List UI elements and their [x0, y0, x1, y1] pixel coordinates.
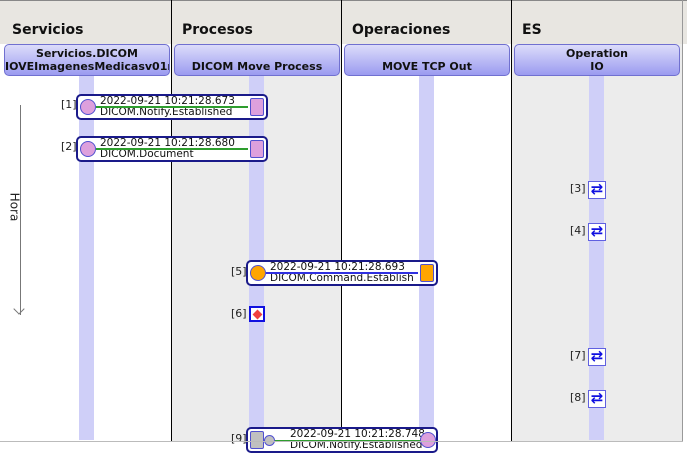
column-title-procesos: Procesos — [182, 22, 253, 38]
message-number: [9] — [231, 432, 247, 445]
lane-label-line2: IO — [590, 60, 604, 73]
error-diamond-icon[interactable] — [249, 306, 265, 322]
message-time: 2022-09-21 10:21:28.748 — [290, 428, 425, 440]
lane-label-line1 — [345, 47, 509, 60]
message-name: DICOM.Document — [100, 148, 194, 160]
message-number: [2] — [61, 140, 77, 153]
column-title-servicios: Servicios — [12, 22, 84, 38]
io-exchange-icon[interactable]: ⇄ — [588, 181, 606, 199]
diagram-bottom-border — [0, 441, 683, 442]
lane-label-line2: IOVEImagenesMedicasv01r00 — [5, 60, 170, 73]
service-circle-icon — [80, 141, 96, 157]
message-time: 2022-09-21 10:21:28.693 — [270, 261, 405, 273]
io-exchange-icon[interactable]: ⇄ — [588, 348, 606, 366]
message-2[interactable]: 2022-09-21 10:21:28.680 DICOM.Document — [76, 136, 268, 162]
message-1[interactable]: 2022-09-21 10:21:28.673 DICOM.Notify.Est… — [76, 94, 268, 120]
io-exchange-icon[interactable]: ⇄ — [588, 223, 606, 241]
event-number: [7] — [570, 349, 586, 362]
lifeline-operaciones — [419, 76, 434, 440]
message-time: 2022-09-21 10:21:28.673 — [100, 95, 235, 107]
column-divider — [341, 0, 342, 441]
service-circle-icon — [420, 432, 436, 448]
column-divider — [171, 0, 172, 441]
service-circle-icon — [80, 99, 96, 115]
lifeline-es — [589, 76, 604, 440]
event-number: [3] — [570, 182, 586, 195]
lane-label-line1: Servicios.DICOM — [36, 47, 138, 60]
lane-label-line2: DICOM Move Process — [191, 60, 323, 73]
io-exchange-icon[interactable]: ⇄ — [588, 390, 606, 408]
message-name: DICOM.Notify.Established — [100, 106, 233, 118]
message-9[interactable]: 2022-09-21 10:21:28.748 DICOM.Notify.Est… — [246, 427, 438, 453]
process-square-icon — [250, 140, 264, 158]
time-axis-label: Hora — [7, 192, 22, 222]
message-name: DICOM.Notify.Established — [290, 439, 423, 451]
message-5[interactable]: 2022-09-21 10:21:28.693 DICOM.Command.Es… — [246, 260, 438, 286]
column-divider — [682, 0, 683, 441]
message-number: [1] — [61, 98, 77, 111]
arrow-icon — [266, 272, 418, 274]
message-name: DICOM.Command.Establish — [270, 272, 414, 284]
lane-label-line1: Operation — [566, 47, 628, 60]
lane-header-dicom-move-process[interactable]: DICOM Move Process — [174, 44, 340, 76]
port-circle-icon — [264, 435, 275, 446]
event-number: [6] — [231, 307, 247, 320]
column-title-operaciones: Operaciones — [352, 22, 451, 38]
time-axis: Hora — [7, 105, 30, 320]
event-number: [4] — [570, 224, 586, 237]
column-divider — [511, 0, 512, 441]
header-band — [0, 0, 687, 44]
event-number: [8] — [570, 391, 586, 404]
lane-label-line1 — [175, 47, 339, 60]
arrow-icon — [96, 106, 248, 108]
message-number: [5] — [231, 265, 247, 278]
arrow-icon — [96, 148, 248, 150]
lane-label-line2: MOVE TCP Out — [382, 60, 472, 73]
process-square-icon — [250, 98, 264, 116]
lifeline-servicios — [79, 76, 94, 440]
process-circle-icon — [250, 265, 266, 281]
arrow-down-icon — [13, 303, 25, 315]
lifeline-procesos — [249, 76, 264, 440]
column-title-es: ES — [522, 22, 542, 38]
operation-square-icon — [420, 264, 434, 282]
time-axis-line — [20, 105, 21, 315]
process-square-icon — [250, 431, 264, 449]
message-time: 2022-09-21 10:21:28.680 — [100, 137, 235, 149]
lane-header-move-tcp-out[interactable]: MOVE TCP Out — [344, 44, 510, 76]
